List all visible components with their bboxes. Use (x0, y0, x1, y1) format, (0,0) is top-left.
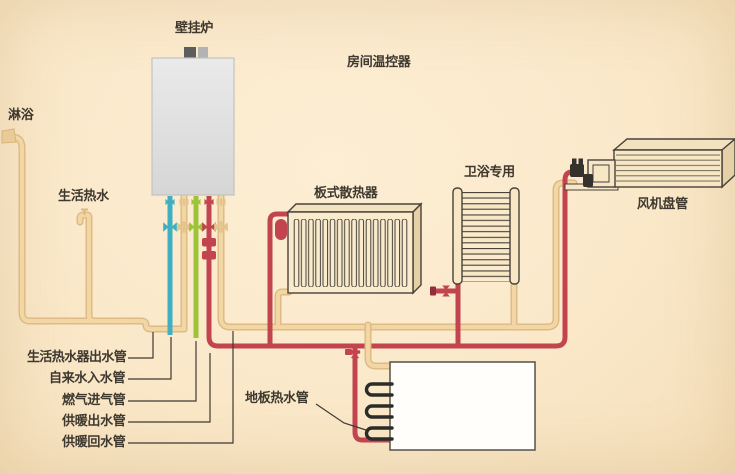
flue-pipe-icon (184, 47, 196, 59)
label-panel-radiator: 板式散热器 (314, 186, 378, 201)
valve-icon (214, 221, 228, 233)
label-fan-coil: 风机盘管 (637, 197, 688, 212)
floor-heating-coil (364, 382, 394, 441)
valve-icon (204, 198, 214, 206)
floor-heating-unit (364, 361, 536, 451)
valve-icon (441, 285, 451, 297)
shutoff-valve-icon (583, 174, 593, 187)
towel-rungs (460, 192, 512, 282)
radiator-slats (293, 219, 408, 287)
valve-icon (165, 198, 175, 206)
valve-icon (189, 221, 203, 233)
valve-icon (191, 198, 201, 206)
faucet-icon (81, 208, 88, 215)
pipe-radiator-supply-riser (267, 211, 289, 348)
boiler-unit (151, 47, 235, 196)
fan-coil-unit (564, 138, 735, 191)
floor-heating-box (389, 361, 536, 451)
shower-head-icon (1, 128, 17, 144)
shutoff-valve-icon (570, 164, 584, 177)
label-floor-heating: 地板热水管 (245, 391, 309, 406)
label-pipe-gas-inlet: 燃气进气管 (62, 393, 126, 408)
pipe-floor-supply-branch (352, 348, 391, 443)
label-shower: 淋浴 (8, 108, 34, 123)
label-dhw-tap: 生活热水 (58, 189, 109, 204)
fan-coil-fins (616, 153, 720, 184)
label-towel-radiator: 卫浴专用 (464, 165, 515, 180)
label-boiler: 壁挂炉 (175, 21, 214, 36)
pump-fitting (202, 238, 216, 247)
panel-radiator-unit (286, 202, 423, 295)
shutoff-valve-icon (578, 158, 583, 165)
towel-radiator-unit (452, 187, 520, 285)
label-pipe-heating-return: 供暖回水管 (62, 435, 126, 450)
label-pipe-cold-inlet: 自来水入水管 (49, 371, 126, 386)
label-pipe-heating-supply: 供暖出水管 (62, 414, 126, 429)
flue-pipe-icon (198, 47, 208, 59)
shutoff-valve-icon (572, 158, 577, 165)
towel-valve (430, 285, 451, 297)
pump-fitting (202, 251, 216, 260)
label-room-thermostat: 房间温控器 (347, 55, 411, 70)
leader-lines (128, 331, 367, 444)
radiator-inlet-valve (275, 219, 287, 240)
valve-icon (202, 221, 216, 233)
valve-icon (163, 221, 177, 233)
boiler-valves (163, 198, 228, 260)
label-pipe-dhw-outlet: 生活热水器出水管 (27, 350, 127, 365)
floor-branch-valve (345, 345, 361, 359)
valve-icon (177, 221, 191, 233)
